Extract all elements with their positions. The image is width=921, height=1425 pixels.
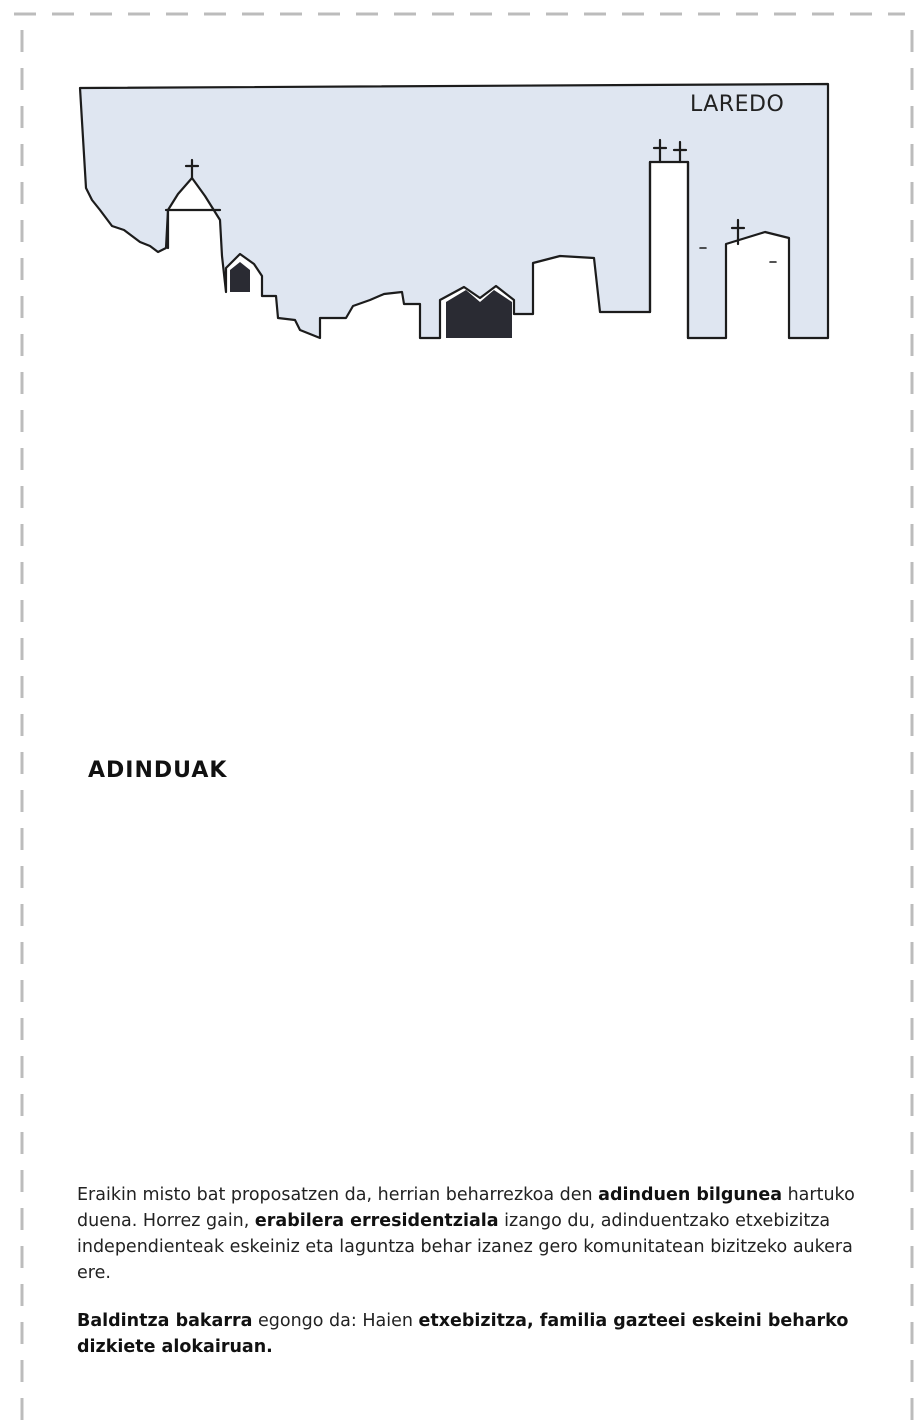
text-run: Eraikin misto bat proposatzen da, herria… <box>77 1185 598 1205</box>
text-run: egongo da: Haien <box>252 1311 418 1331</box>
city-label: LAREDO <box>690 92 784 117</box>
emphasis-run: Baldintza bakarra <box>77 1311 252 1331</box>
paragraph-2: Baldintza bakarra egongo da: Haien etxeb… <box>77 1308 867 1360</box>
emphasis-run: adinduen bilgunea <box>598 1185 782 1205</box>
skyline-sketch <box>80 84 828 338</box>
group-label: ADINDUAK <box>88 758 227 783</box>
paragraph-1: Eraikin misto bat proposatzen da, herria… <box>77 1182 867 1286</box>
description-text: Eraikin misto bat proposatzen da, herria… <box>77 1182 867 1382</box>
emphasis-run: erabilera erresidentziala <box>255 1211 499 1231</box>
